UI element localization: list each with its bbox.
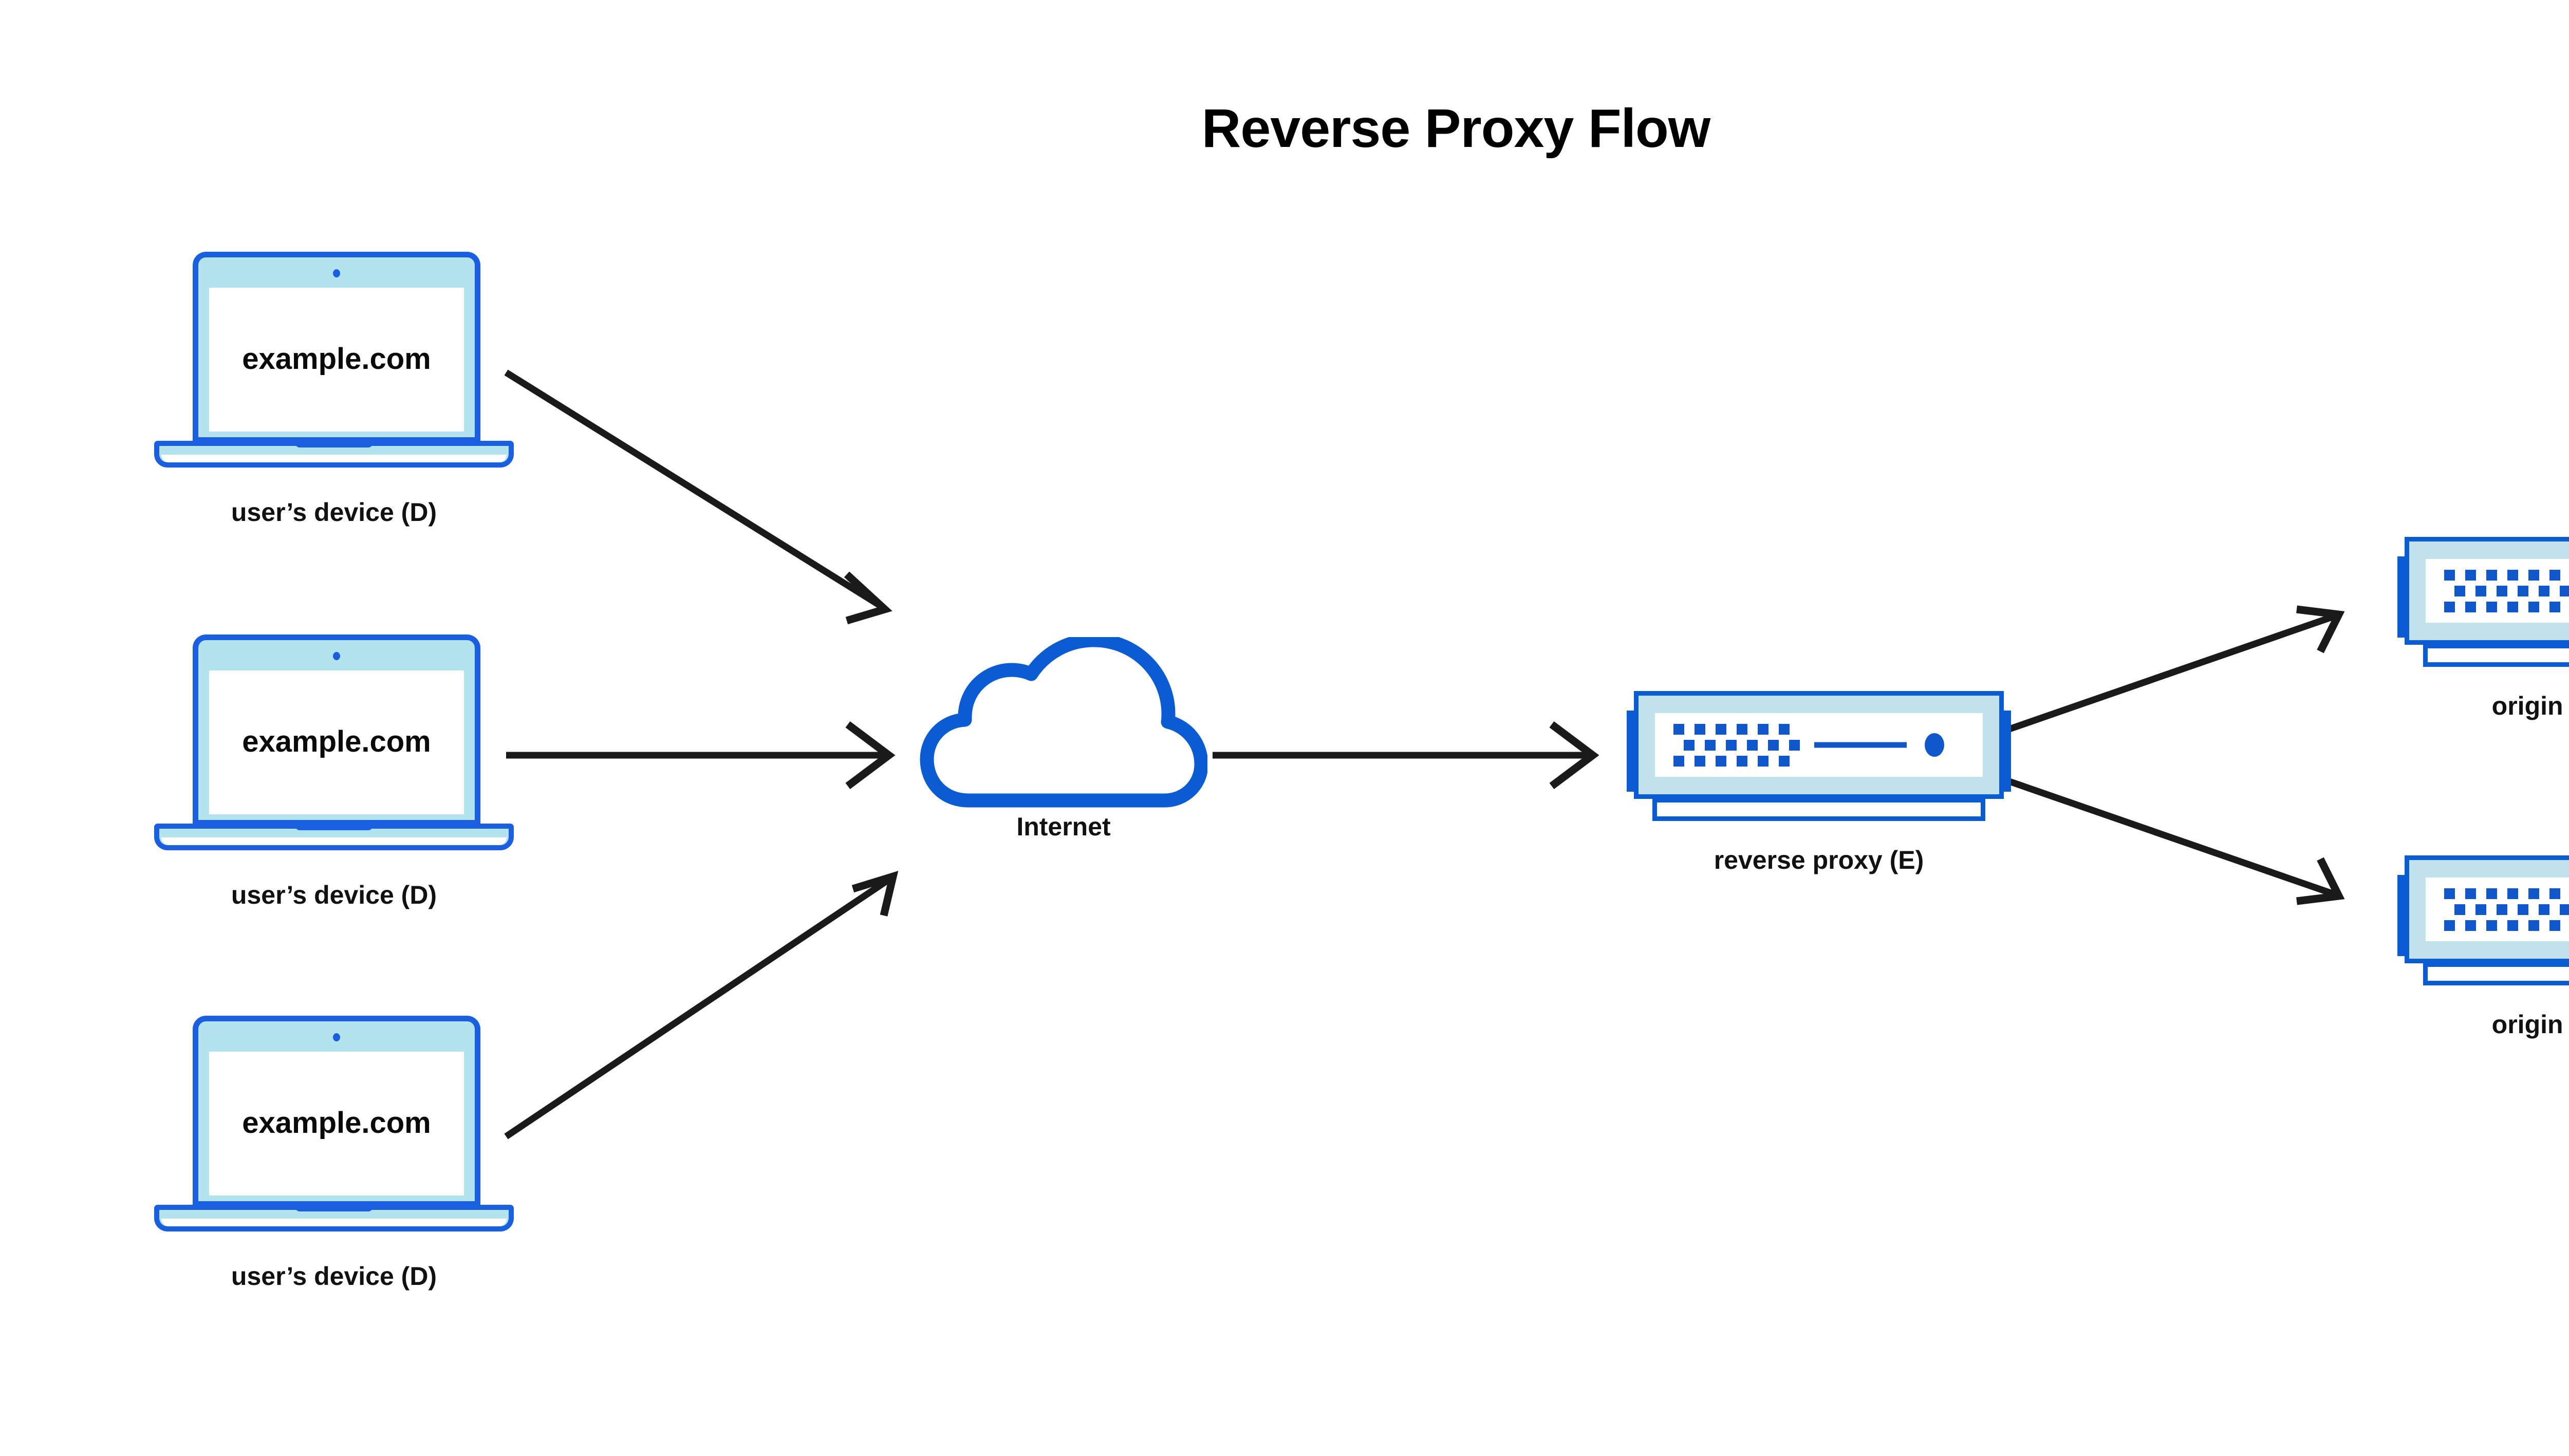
arrow-client3-to-internet (504, 870, 899, 1140)
laptop-hinge-notch (295, 1204, 373, 1211)
client-device-1-label: user’s device (D) (231, 498, 437, 527)
server-icon (2397, 855, 2569, 989)
internet-label: Internet (1016, 812, 1111, 841)
arrow-proxy-to-origin1 (2006, 605, 2345, 733)
server-icon (2397, 537, 2569, 670)
browser-url-text: example.com (242, 1106, 431, 1140)
arrow-client2-to-internet (506, 721, 896, 789)
laptop-screen: example.com (209, 1052, 464, 1196)
server-front-panel (2426, 878, 2569, 941)
client-device-2-label: user’s device (D) (231, 881, 437, 909)
webcam-icon (333, 1033, 340, 1041)
webcam-icon (333, 652, 340, 660)
laptop-screen: example.com (209, 670, 464, 814)
server-port-grid (1673, 724, 1800, 767)
server-front-panel (2426, 559, 2569, 623)
server-front-panel (1655, 713, 1983, 777)
server-port-grid (2444, 888, 2569, 931)
laptop-lid: example.com (193, 1016, 480, 1207)
server-chassis (2405, 855, 2569, 963)
server-icon (1627, 691, 2011, 825)
page-title: Reverse Proxy Flow (1201, 98, 1710, 159)
webcam-icon (333, 269, 340, 277)
arrow-client1-to-internet (504, 369, 892, 625)
arrow-proxy-to-origin2 (2006, 777, 2345, 905)
laptop-icon: example.com (154, 1016, 514, 1242)
laptop-icon: example.com (154, 252, 514, 478)
server-chassis (1634, 691, 2004, 799)
origin-server-2-label: origin server (F) (2491, 1010, 2569, 1039)
client-device-3-label: user’s device (D) (231, 1262, 437, 1291)
server-base-shelf (2423, 644, 2569, 667)
laptop-base-shine (161, 455, 507, 462)
server-status-led (1925, 733, 1944, 757)
laptop-base-shine (161, 1219, 507, 1226)
laptop-icon: example.com (154, 634, 514, 861)
laptop-lid: example.com (193, 634, 480, 826)
server-base-shelf (1652, 798, 1985, 821)
laptop-screen: example.com (209, 288, 464, 432)
arrow-internet-to-proxy (1213, 721, 1599, 789)
server-status-bar (1814, 742, 1907, 748)
reverse-proxy-label: reverse proxy (E) (1714, 846, 1924, 874)
server-chassis (2405, 537, 2569, 645)
browser-url-text: example.com (242, 725, 431, 759)
laptop-lid: example.com (193, 252, 480, 443)
laptop-hinge-notch (295, 823, 373, 830)
cloud-icon (920, 633, 1208, 812)
laptop-hinge-notch (295, 440, 373, 447)
origin-server-1-label: origin server (F) (2491, 692, 2569, 720)
laptop-base-shine (161, 837, 507, 845)
browser-url-text: example.com (242, 342, 431, 376)
server-port-grid (2444, 570, 2569, 612)
server-base-shelf (2423, 962, 2569, 985)
